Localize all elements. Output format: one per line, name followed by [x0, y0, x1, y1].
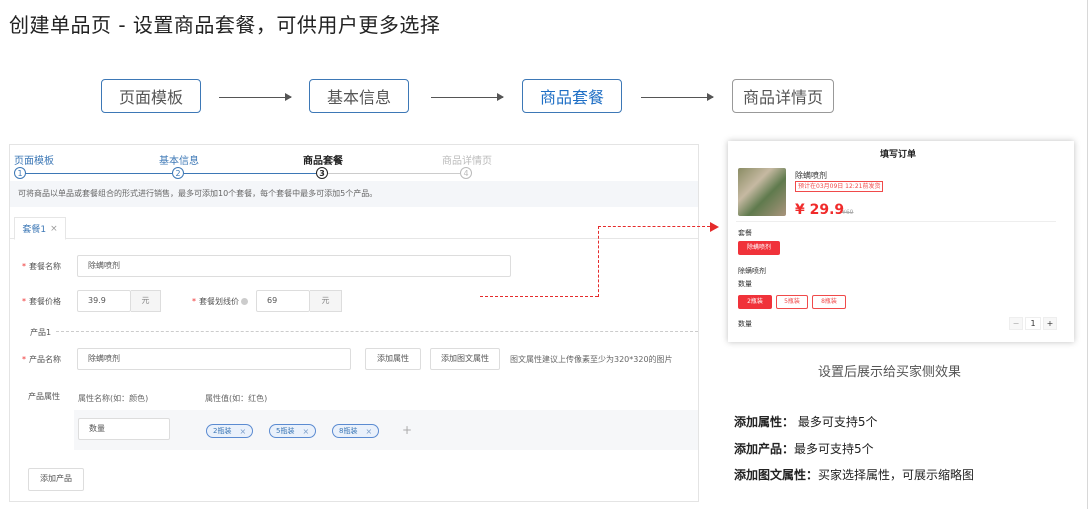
- flow-arrow: [431, 93, 504, 101]
- preview-caption: 设置后展示给买家侧效果: [818, 365, 962, 380]
- flow-step-package: 商品套餐: [522, 79, 622, 113]
- attribute-row: [74, 410, 698, 450]
- product-attribute-label: 产品属性: [28, 392, 60, 401]
- step-dot-4: 4: [460, 167, 472, 179]
- step-connector: [184, 173, 316, 174]
- preview-title: 填写订单: [880, 150, 917, 160]
- step-connector: [328, 173, 460, 174]
- preview-price: ¥ 29.9: [795, 202, 845, 218]
- preview-old-price: ¥69: [842, 209, 854, 216]
- attr-value-tag[interactable]: 8瓶装 ×: [332, 424, 380, 438]
- step-dot-3: 3: [316, 167, 328, 179]
- decrement-button[interactable]: −: [1009, 317, 1023, 330]
- flow-step-basic: 基本信息: [309, 79, 409, 113]
- step-connector: [24, 173, 172, 174]
- attr-name-input[interactable]: 数量: [78, 418, 170, 440]
- separator: [736, 221, 1056, 222]
- currency-unit: 元: [310, 290, 342, 312]
- attr-value-tag[interactable]: 5瓶装 ×: [269, 424, 317, 438]
- step-label-basic[interactable]: 基本信息: [159, 156, 199, 167]
- quantity-row-label: 数量: [738, 320, 752, 328]
- flow-step-template: 页面模板: [101, 79, 201, 113]
- close-icon[interactable]: ×: [302, 426, 310, 436]
- option-chip[interactable]: 2瓶装: [738, 295, 772, 309]
- flow-arrow: [641, 93, 714, 101]
- note-attributes: 添加属性： 最多可支持5个: [734, 415, 878, 429]
- preview-product-name: 除螨喷剂: [795, 171, 827, 180]
- option-chip[interactable]: 5瓶装: [776, 295, 808, 309]
- flow-arrow: [219, 93, 292, 101]
- package-chip[interactable]: 除螨喷剂: [738, 241, 780, 255]
- strike-price-input[interactable]: 69: [256, 290, 310, 312]
- option-chip[interactable]: 8瓶装: [812, 295, 846, 309]
- product-thumbnail: [738, 168, 786, 216]
- buyer-preview: 填写订单 除螨喷剂 预计在03月09日 12:21前发货 ¥ 29.9 ¥69 …: [728, 141, 1074, 342]
- note-image-attributes: 添加图文属性：买家选择属性，可展示缩略图: [734, 468, 975, 482]
- increment-button[interactable]: +: [1043, 317, 1057, 330]
- add-attribute-button[interactable]: 添加属性: [365, 348, 421, 370]
- package-price-input[interactable]: 39.9: [77, 290, 131, 312]
- quantity-label: 数量: [738, 280, 752, 288]
- quantity-value[interactable]: 1: [1025, 317, 1041, 330]
- arrow-icon: [710, 222, 719, 232]
- close-icon[interactable]: ×: [365, 426, 373, 436]
- step-dot-1: 1: [14, 167, 26, 179]
- package-editor-panel: 页面模板 基本信息 商品套餐 商品详情页 1 2 3 4 可将商品以单品或套餐组…: [9, 144, 699, 502]
- section-divider: [56, 331, 698, 332]
- note-products: 添加产品：最多可支持5个: [734, 442, 874, 456]
- close-icon[interactable]: ×: [239, 426, 247, 436]
- product-name-label: *产品名称: [22, 355, 61, 364]
- currency-unit: 元: [131, 290, 161, 312]
- add-product-button[interactable]: 添加产品: [28, 468, 84, 491]
- product-section-title: 产品1: [30, 328, 52, 337]
- connector-line: [480, 296, 598, 297]
- step-label-package: 商品套餐: [303, 156, 343, 167]
- strike-price-label: *套餐划线价: [192, 296, 248, 307]
- add-image-attribute-button[interactable]: 添加图文属性: [430, 348, 500, 370]
- page-title: 创建单品页 - 设置商品套餐，可供用户更多选择: [9, 13, 441, 37]
- image-attribute-hint: 图文属性建议上传像素至少为320*320的图片: [510, 355, 673, 364]
- package-price-label: *套餐价格: [22, 297, 61, 306]
- tab-label: 套餐1: [22, 225, 47, 235]
- step-label-detail: 商品详情页: [442, 156, 492, 167]
- connector-line: [598, 226, 599, 297]
- attr-value-header: 属性值(如：红色): [205, 394, 268, 403]
- close-icon[interactable]: ×: [50, 223, 58, 234]
- product-name-input[interactable]: 除螨喷剂: [77, 348, 351, 370]
- tab-strip: [10, 217, 698, 239]
- flow-step-detail: 商品详情页: [732, 79, 834, 113]
- info-icon: [241, 298, 248, 305]
- attr-value-tag[interactable]: 2瓶装 ×: [206, 424, 254, 438]
- package-label: 套餐: [738, 229, 752, 237]
- package-name-label: *套餐名称: [22, 262, 61, 271]
- step-label-template[interactable]: 页面模板: [14, 156, 54, 167]
- delivery-badge: 预计在03月09日 12:21前发货: [795, 181, 884, 192]
- product-label: 除螨喷剂: [738, 267, 766, 275]
- add-value-icon[interactable]: +: [402, 423, 413, 437]
- package-name-input[interactable]: 除螨喷剂: [77, 255, 511, 277]
- edge-divider: [1087, 0, 1088, 509]
- notice-bar: 可将商品以单品或套餐组合的形式进行销售，最多可添加10个套餐，每个套餐中最多可添…: [10, 181, 698, 207]
- connector-line: [598, 226, 710, 227]
- step-dot-2: 2: [172, 167, 184, 179]
- tab-package-1[interactable]: 套餐1 ×: [14, 217, 66, 240]
- attr-name-header: 属性名称(如：颜色): [78, 394, 149, 403]
